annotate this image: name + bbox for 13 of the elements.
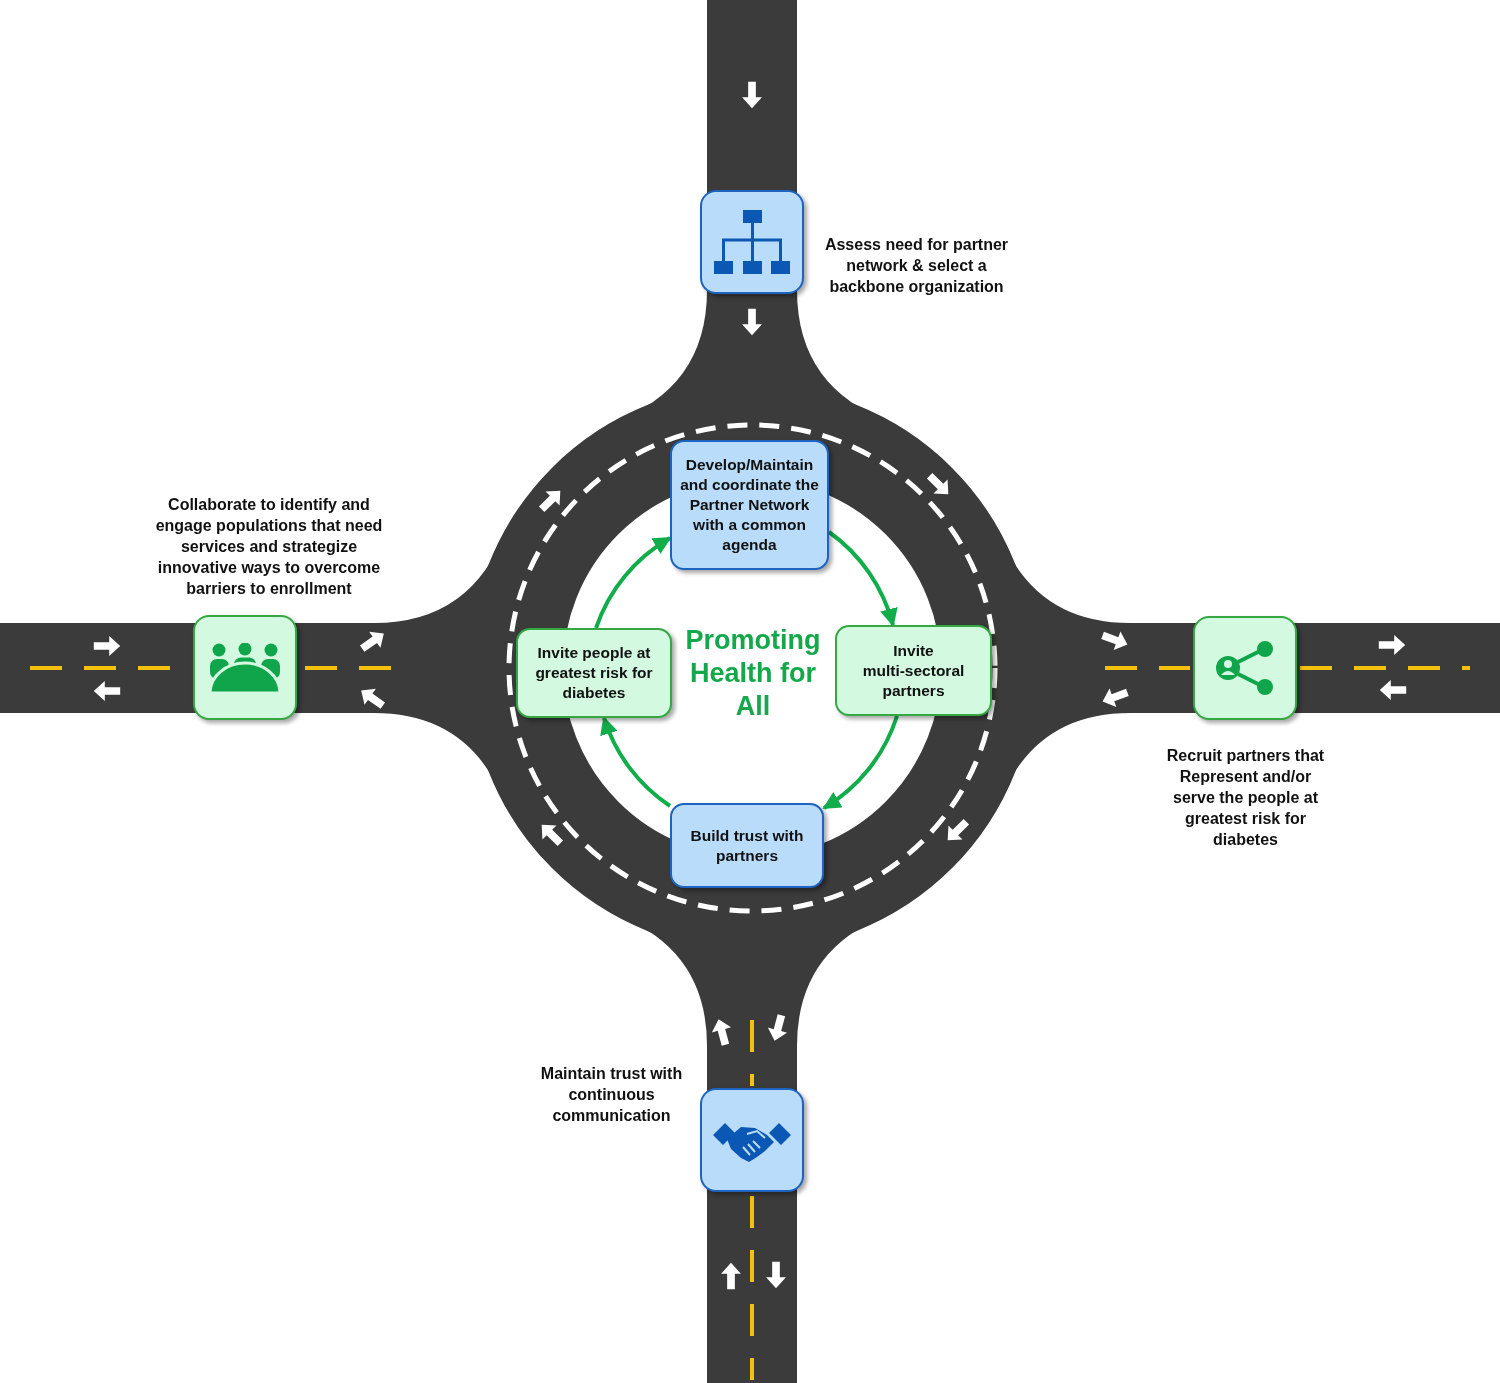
process-box: Develop/Maintain and coordinate the Partner Network with a common agenda [670, 440, 829, 570]
process-box: Invite multi-sectoral partners [835, 625, 992, 716]
diagram-title: Promoting Health for All [684, 624, 822, 723]
cycle-arrow [594, 536, 672, 629]
cycle-arrow [827, 530, 897, 627]
caption-text: Maintain trust with continuous communication [539, 1063, 684, 1126]
process-box: Build trust with partners [670, 803, 824, 888]
caption-text: Collaborate to identify and engage populations that need services and strategize innovative ways to overcome barriers to enrollment [154, 494, 384, 599]
process-box: Invite people at greatest risk for diabetes [516, 628, 672, 718]
cycle-arrow [822, 715, 899, 810]
caption-text: Recruit partners that Represent and/or serve the people at greatest risk for diabetes [1165, 745, 1326, 850]
cycle-arrow [601, 716, 672, 808]
caption-text: Assess need for partner network & select a backbone organization [823, 234, 1010, 297]
